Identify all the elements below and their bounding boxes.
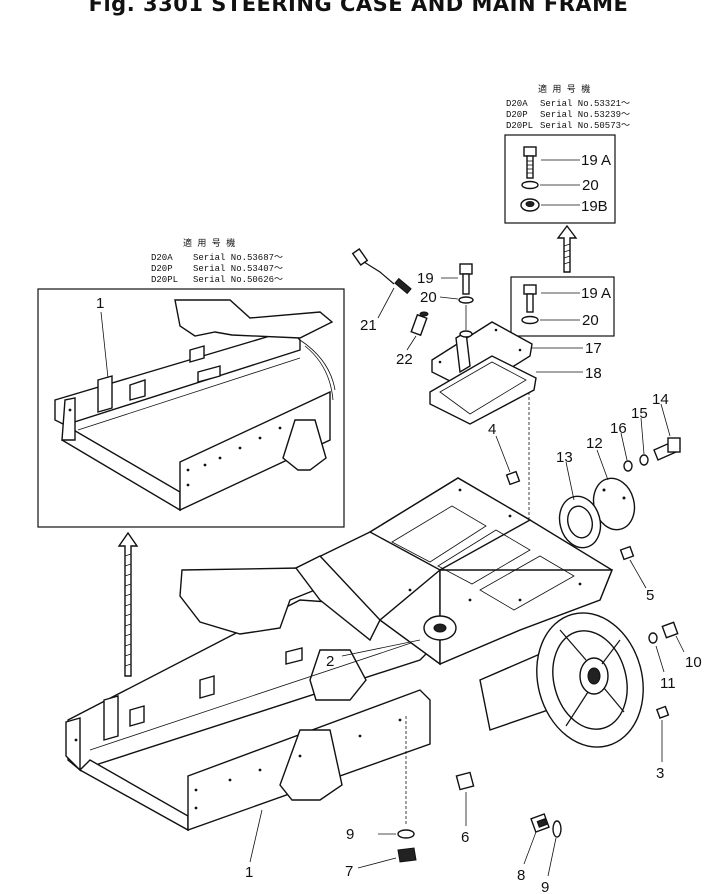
plug-8: [530, 813, 550, 833]
plug-10: [661, 621, 679, 639]
callout-1-inset: 1: [96, 295, 104, 312]
plug-4: [505, 470, 521, 486]
plug-5: [619, 545, 635, 561]
callout-19a-inset: 19 A: [581, 152, 611, 169]
callout-7: 7: [345, 863, 353, 880]
oring-9-right: [552, 820, 562, 838]
arrow-up-right: [556, 224, 578, 273]
washer-20-top: [458, 296, 474, 304]
callout-16: 16: [610, 420, 627, 437]
callout-4: 4: [488, 421, 496, 438]
serial-no-d20a-left: Serial No.53687～: [193, 253, 283, 263]
callout-9-left: 9: [346, 826, 354, 843]
washer-15: [639, 454, 649, 466]
serial-model-d20a-left: D20A: [151, 253, 173, 263]
plug-3: [655, 705, 670, 719]
bolt-14: [653, 437, 681, 461]
callout-14: 14: [652, 391, 669, 408]
callout-19b: 19B: [581, 198, 608, 215]
serial-block-left: 適 用 号 機 D20A Serial No.53687～ D20P Seria…: [151, 237, 283, 285]
inset-box-left: [37, 288, 345, 528]
inset-box-right: [504, 134, 616, 224]
serial-model-d20pl-right: D20PL: [506, 121, 533, 131]
sensor-21: [351, 247, 412, 295]
serial-header-right: 適 用 号 機: [538, 83, 590, 95]
housing-cover: [536, 612, 644, 748]
arrow-up-left: [117, 531, 139, 677]
callout-12: 12: [586, 435, 603, 452]
callout-6: 6: [461, 829, 469, 846]
serial-no-d20p-right: Serial No.53239～: [540, 110, 630, 120]
serial-model-d20p-left: D20P: [151, 264, 173, 274]
callout-3: 3: [656, 765, 664, 782]
serial-block-right: 適 用 号 機 D20A Serial No.53321～ D20P Seria…: [506, 83, 630, 131]
pipe-22: [410, 311, 429, 337]
callout-22: 22: [396, 351, 413, 368]
callout-18: 18: [585, 365, 602, 382]
callout-5: 5: [646, 587, 654, 604]
spacer-19b-inset: [520, 198, 540, 212]
serial-no-d20pl-left: Serial No.50626～: [193, 275, 283, 285]
bolt-19a-inset: [523, 146, 537, 179]
callout-20-cover: 20: [582, 312, 599, 329]
callout-20-top: 20: [420, 289, 437, 306]
washer-16: [623, 460, 633, 472]
callout-11: 11: [660, 675, 676, 692]
inset-main-frame: [54, 299, 336, 512]
gasket-18: [429, 355, 537, 425]
inset-box-cover-bolts: [510, 276, 615, 337]
bolt-19a-cover: [523, 284, 537, 313]
callout-19: 19: [417, 270, 434, 287]
bolt-19-top: [459, 263, 473, 295]
callout-13: 13: [556, 449, 573, 466]
serial-header-left: 適 用 号 機: [183, 237, 235, 249]
figure-title: Fig. 3301 STEERING CASE AND MAIN FRAME: [88, 0, 629, 16]
callout-15: 15: [631, 405, 648, 422]
callout-20-inset: 20: [582, 177, 599, 194]
steering-case: [294, 477, 614, 731]
cover-17: [431, 321, 533, 393]
oring-9-left: [397, 829, 415, 839]
callout-10: 10: [685, 654, 702, 671]
callout-8: 8: [517, 867, 525, 884]
serial-no-d20p-left: Serial No.53407～: [193, 264, 283, 274]
plug-7: [397, 847, 417, 863]
plug-6: [455, 771, 475, 791]
serial-model-d20p-right: D20P: [506, 110, 528, 120]
serial-model-d20a-right: D20A: [506, 99, 528, 109]
callout-19a-cover: 19 A: [581, 285, 611, 302]
main-frame: [65, 567, 441, 832]
callout-9-right: 9: [541, 879, 549, 894]
oring-11: [648, 632, 658, 644]
callout-1-main: 1: [245, 864, 253, 881]
callout-21: 21: [360, 317, 377, 334]
washer-20-inset: [521, 180, 539, 190]
serial-no-d20a-right: Serial No.53321～: [540, 99, 630, 109]
callout-17: 17: [585, 340, 602, 357]
serial-model-d20pl-left: D20PL: [151, 275, 178, 285]
washer-20-cover: [521, 315, 539, 325]
callout-2: 2: [326, 653, 334, 670]
serial-no-d20pl-right: Serial No.50573～: [540, 121, 630, 131]
gasket-13: [558, 495, 602, 549]
